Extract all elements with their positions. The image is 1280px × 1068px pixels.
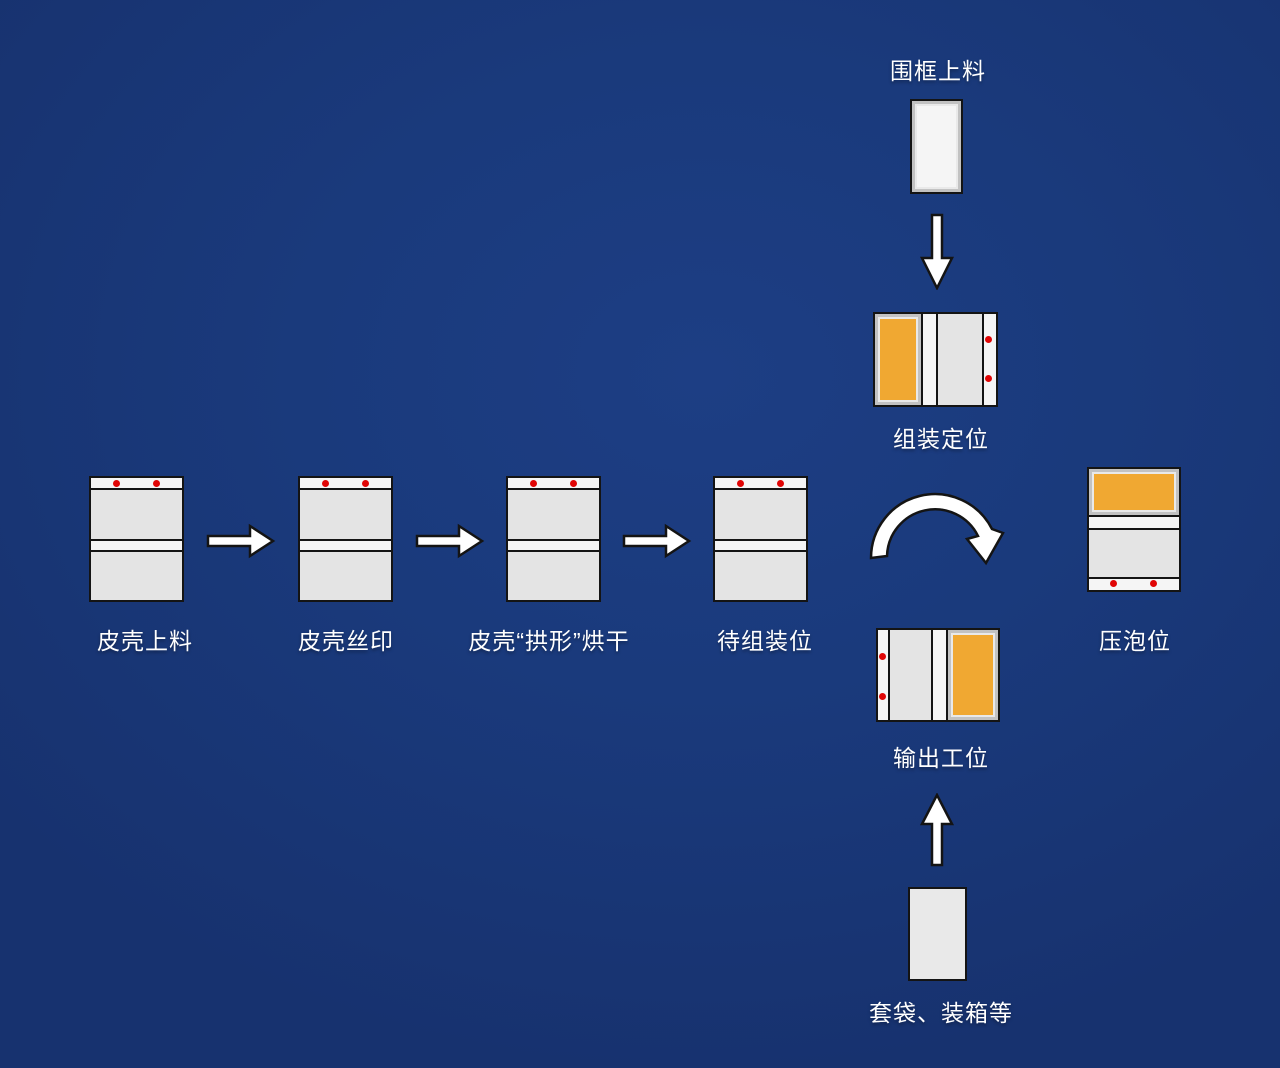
red-dot bbox=[985, 374, 992, 382]
arrow-down-icon bbox=[919, 213, 955, 290]
bubble-pressing-shape bbox=[1087, 467, 1181, 592]
red-dot bbox=[879, 652, 886, 660]
cover-spine-strip bbox=[508, 538, 599, 552]
assembly-positioning-shape bbox=[873, 312, 998, 407]
cover-panel bbox=[508, 490, 599, 539]
arrow-right-icon bbox=[622, 523, 692, 559]
cover-edge-strip bbox=[878, 630, 890, 720]
red-dot bbox=[1109, 580, 1117, 587]
cover-arch-drying-label: 皮壳“拱形”烘干 bbox=[468, 628, 630, 654]
red-dot bbox=[152, 480, 160, 487]
red-dot bbox=[985, 335, 992, 343]
bubble-pressing-label: 压泡位 bbox=[1099, 628, 1171, 654]
output-station-shape bbox=[876, 628, 1000, 722]
red-dot bbox=[1150, 580, 1158, 587]
curved-arrow-icon bbox=[868, 492, 1008, 567]
cover-edge-strip bbox=[715, 478, 806, 490]
cover-panel bbox=[890, 630, 933, 720]
cover-spine-strip bbox=[1089, 517, 1179, 530]
red-dot bbox=[361, 480, 369, 487]
cover-panel bbox=[1089, 530, 1179, 579]
cover-edge-strip bbox=[508, 478, 599, 490]
cover-edge-strip bbox=[91, 478, 182, 490]
cover-panel bbox=[91, 490, 182, 539]
frame-orange-slab bbox=[948, 630, 998, 720]
arrow-right-icon bbox=[415, 523, 485, 559]
red-dot bbox=[569, 480, 577, 487]
cover-panel bbox=[300, 490, 391, 539]
cover-silkscreen-label: 皮壳丝印 bbox=[298, 628, 394, 654]
cover-edge-strip bbox=[984, 314, 996, 405]
cover-spine-strip bbox=[91, 538, 182, 552]
assembly-positioning-label: 组装定位 bbox=[893, 426, 989, 452]
bagging-boxing-shape bbox=[908, 887, 967, 981]
red-dot bbox=[736, 480, 744, 487]
cover-spine-strip bbox=[715, 538, 806, 552]
red-dot bbox=[112, 480, 120, 487]
frame-orange-slab bbox=[1089, 469, 1179, 517]
cover-spine-strip bbox=[933, 630, 948, 720]
red-dot bbox=[529, 480, 537, 487]
red-dot bbox=[776, 480, 784, 487]
arrow-up-icon bbox=[919, 793, 955, 867]
cover-panel bbox=[508, 551, 599, 600]
cover-silkscreen-shape bbox=[298, 476, 393, 602]
output-station-label: 输出工位 bbox=[893, 745, 989, 771]
frame-slab-shape bbox=[910, 99, 963, 194]
bagging-boxing-label: 套袋、装箱等 bbox=[869, 1000, 1013, 1026]
cover-loading-shape bbox=[89, 476, 184, 602]
cover-panel bbox=[300, 551, 391, 600]
awaiting-assembly-shape bbox=[713, 476, 808, 602]
red-dot bbox=[879, 693, 886, 700]
cover-spine-strip bbox=[300, 538, 391, 552]
arrow-right-icon bbox=[206, 523, 276, 559]
red-dot bbox=[321, 480, 329, 487]
cover-panel bbox=[91, 551, 182, 600]
cover-panel bbox=[938, 314, 984, 405]
cover-arch-drying-shape bbox=[506, 476, 601, 602]
cover-loading-label: 皮壳上料 bbox=[97, 628, 193, 654]
cover-panel bbox=[715, 551, 806, 600]
awaiting-assembly-label: 待组装位 bbox=[717, 628, 813, 654]
cover-panel bbox=[715, 490, 806, 539]
frame-orange-slab bbox=[875, 314, 923, 405]
cover-spine-strip bbox=[923, 314, 938, 405]
frame-loading-label: 围框上料 bbox=[890, 58, 986, 84]
cover-edge-strip bbox=[300, 478, 391, 490]
cover-edge-strip bbox=[1089, 579, 1179, 590]
